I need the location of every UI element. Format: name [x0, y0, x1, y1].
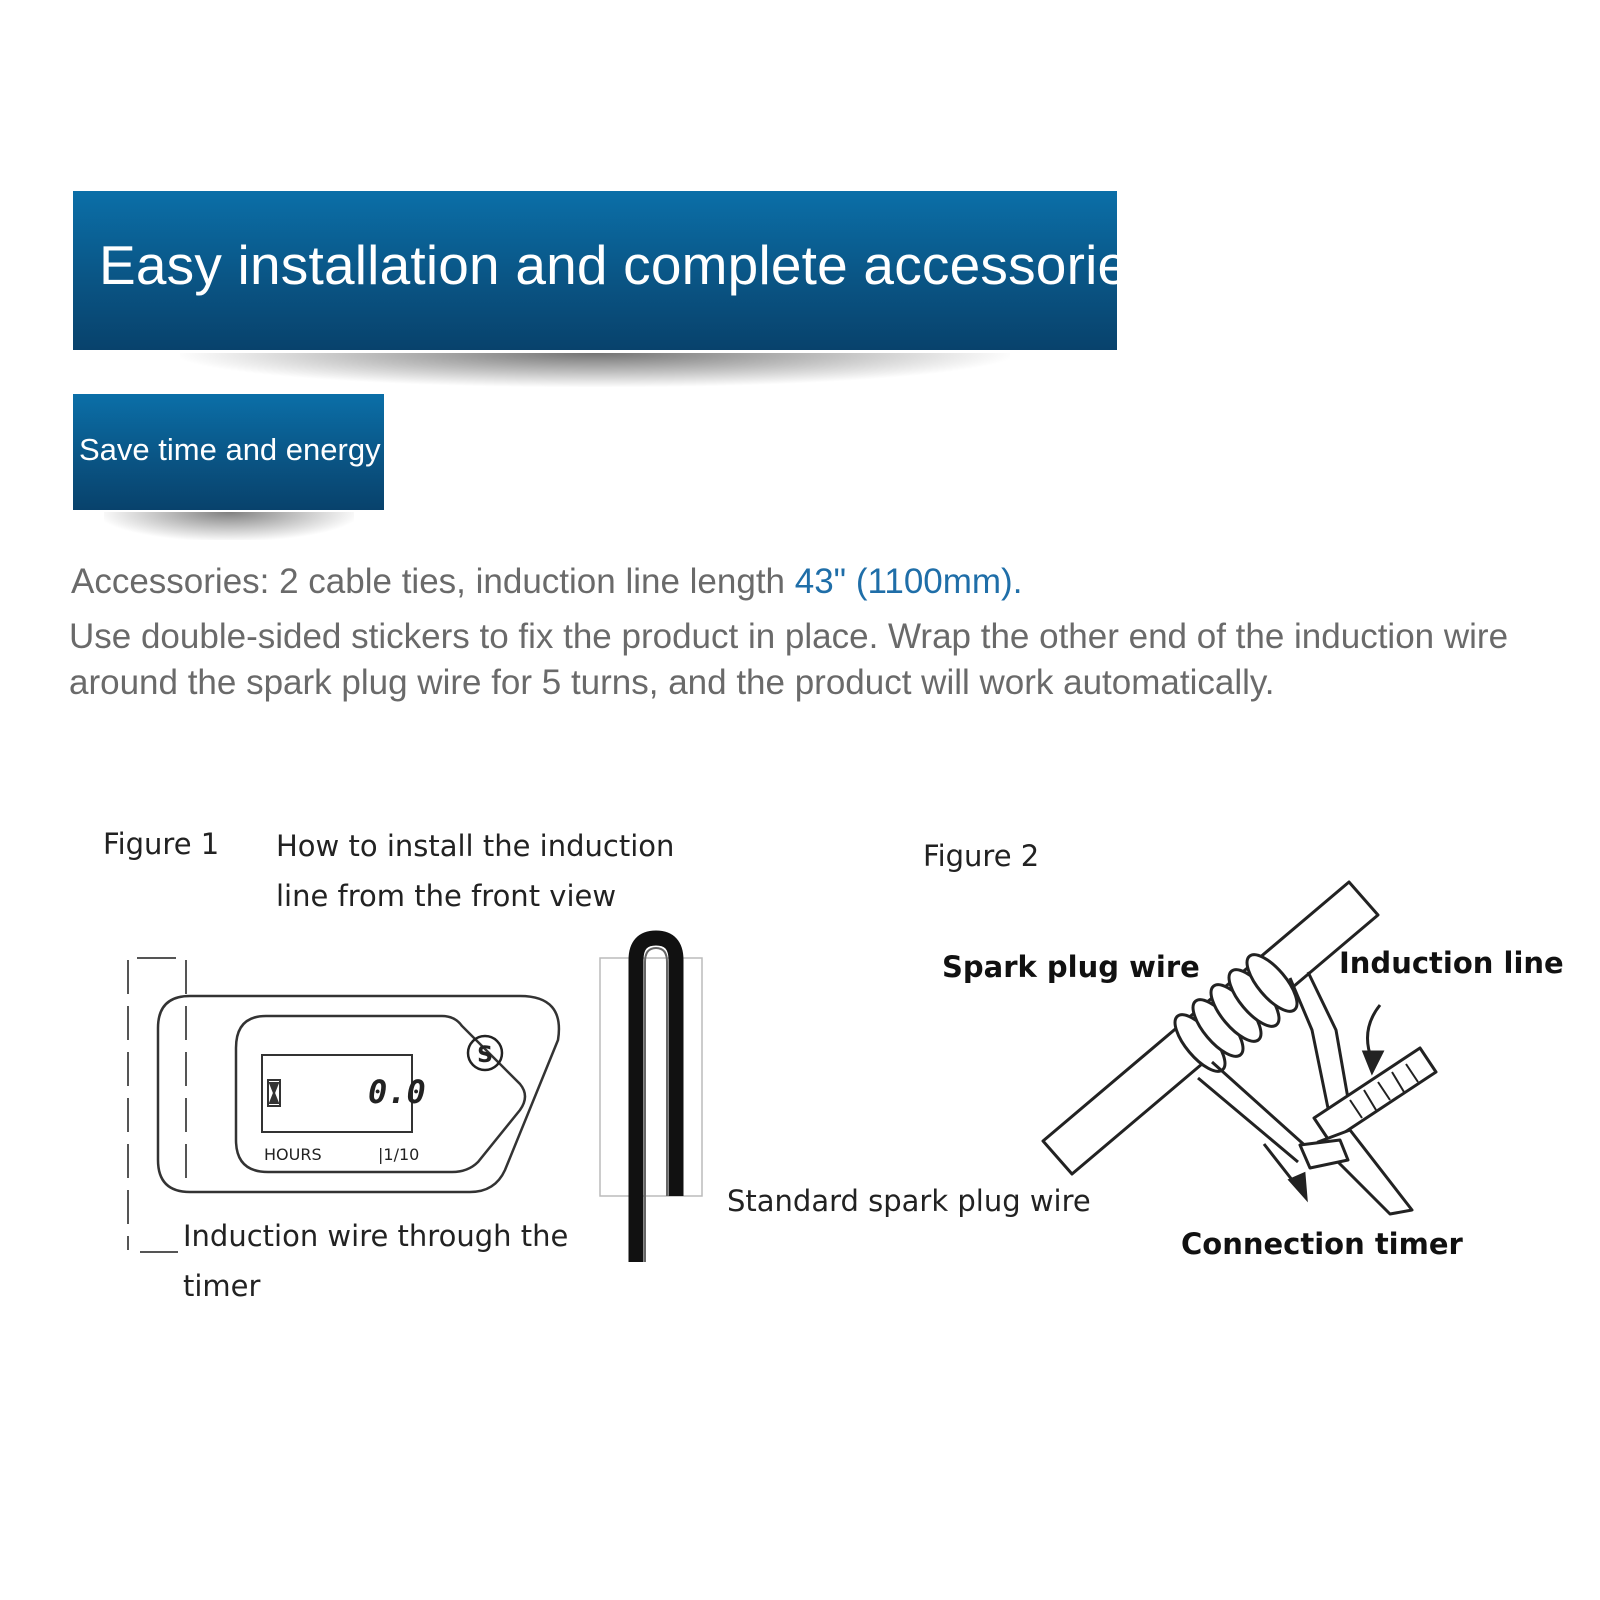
timer-display: 0.0 — [368, 1073, 426, 1111]
svg-text:S: S — [477, 1043, 493, 1068]
figure1-dashed-bracket — [127, 957, 187, 1253]
timer-unit-label: |1/10 — [378, 1145, 420, 1164]
hour-meter-drawing — [156, 994, 561, 1194]
s-letter-icon: S — [477, 1043, 493, 1068]
header-banner-shadow — [180, 353, 1010, 387]
standard-spark-plug-wire-label: Standard spark plug wire — [727, 1184, 1091, 1218]
induction-length-highlight: 43" (1100mm). — [794, 562, 1023, 601]
figure2-spark-plug-wire — [1041, 880, 1438, 1216]
figure1-bottom-caption-line1: Induction wire through the — [183, 1219, 569, 1253]
accessories-line: Accessories: 2 cable ties, induction lin… — [71, 562, 1022, 602]
induction-line-label: Induction line — [1339, 946, 1564, 980]
connection-timer-label: Connection timer — [1181, 1227, 1463, 1261]
induction-coils — [1173, 953, 1299, 1073]
header-banner: Easy installation and complete accessori… — [73, 191, 1156, 350]
subtitle-banner-shadow — [104, 512, 354, 540]
spark-plug-wire-label: Spark plug wire — [942, 950, 1200, 984]
accessories-prefix: Accessories: 2 cable ties, induction lin… — [71, 562, 795, 601]
hourglass-icon — [267, 1079, 281, 1107]
figure1-label: Figure 1 — [103, 827, 220, 861]
installation-description: Use double-sided stickers to fix the pro… — [69, 617, 1509, 702]
figure2-label: Figure 2 — [923, 839, 1040, 873]
figure1-caption-line2: line from the front view — [276, 879, 617, 913]
figure1-caption-line1: How to install the induction — [276, 829, 675, 863]
subtitle: Save time and energy — [79, 432, 381, 467]
page-title: Easy installation and complete accessori… — [99, 234, 1156, 296]
figure1-bottom-caption-line2: timer — [183, 1269, 261, 1303]
arrow-icon — [1262, 1004, 1385, 1203]
figure1-induction-wire — [599, 930, 703, 1262]
subtitle-banner: Save time and energy — [73, 394, 384, 510]
s-button-icon — [466, 1034, 504, 1072]
timer-hours-label: HOURS — [264, 1145, 322, 1164]
